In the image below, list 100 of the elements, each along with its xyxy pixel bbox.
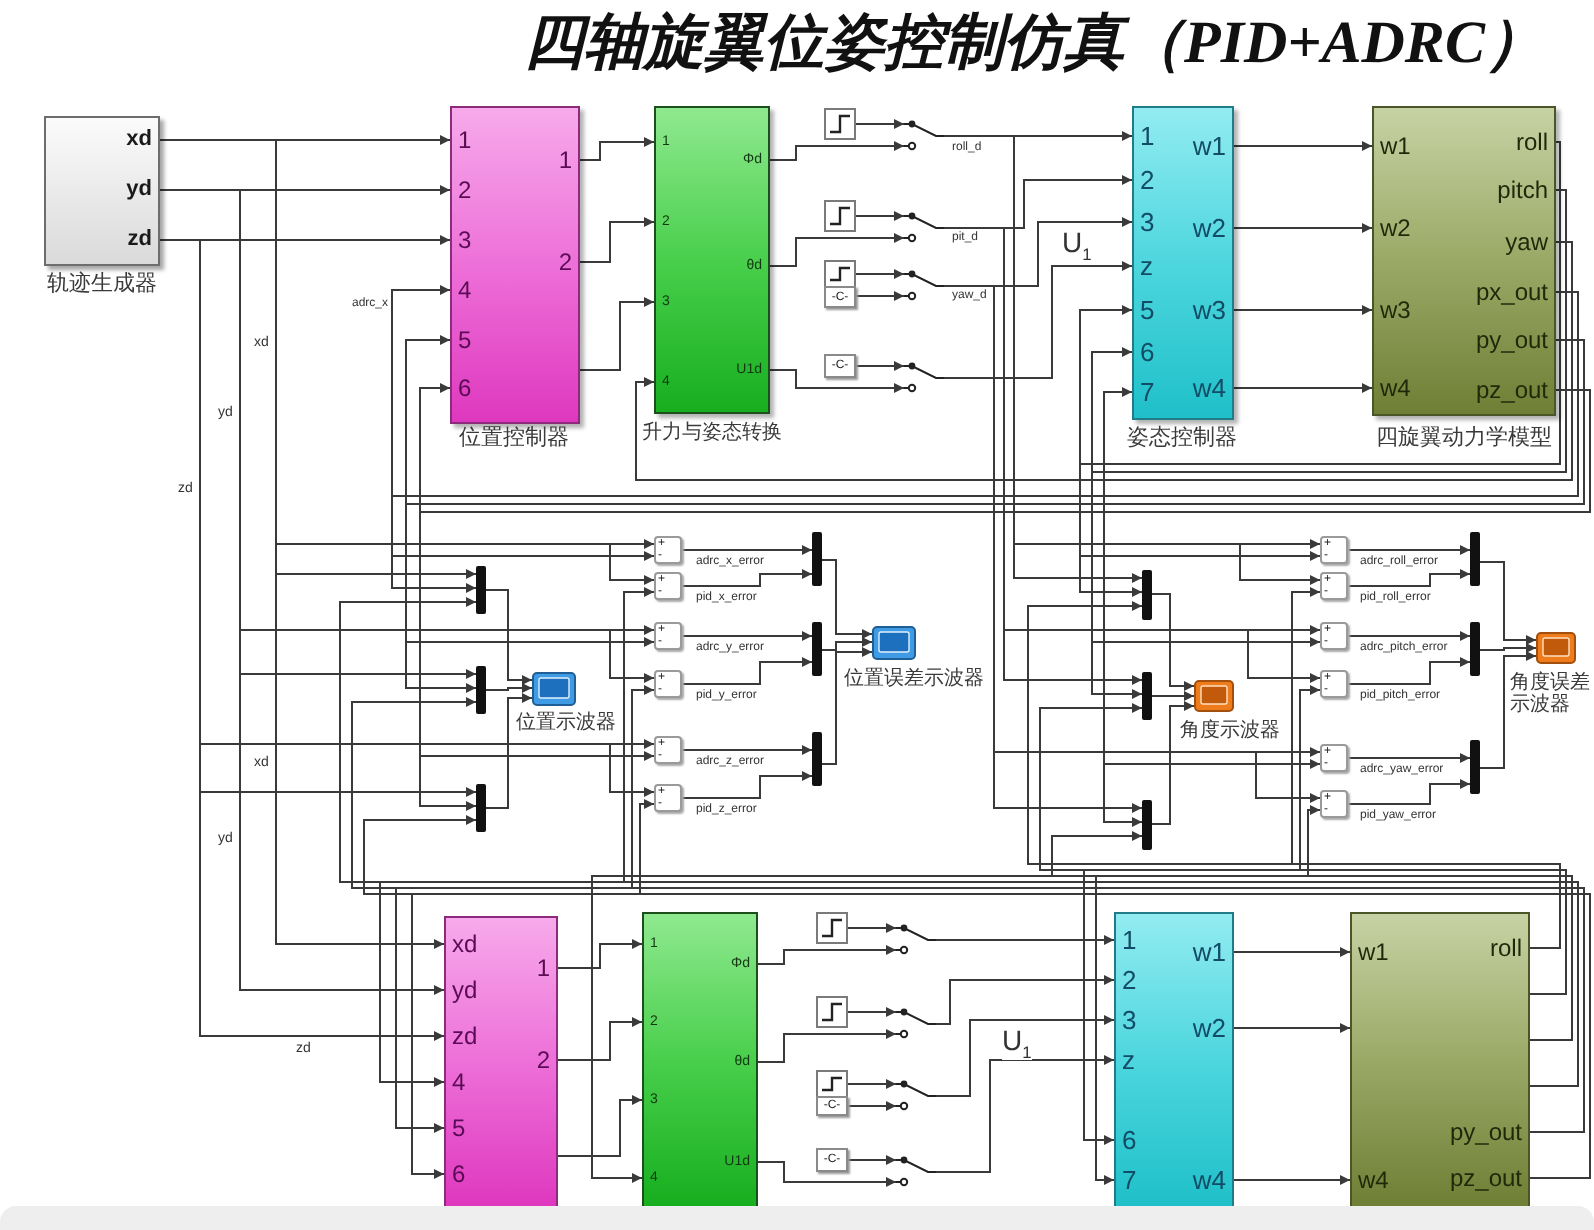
sum-block [1320,670,1348,698]
port-label: 1 [458,128,472,152]
signal-line [935,1055,1115,1173]
signal-line [609,543,655,585]
signal-line [1479,561,1537,645]
signal-line [609,739,655,749]
signal-line [275,543,277,575]
port-label: 2 [536,1048,550,1072]
signal-line [579,217,655,263]
signal-line [943,135,1015,137]
signal-line [1307,875,1573,1041]
signal-line [419,755,477,811]
signal-line [1151,691,1195,701]
signal-line [159,189,241,191]
signal-line [557,939,643,969]
signal-line [1291,587,1321,865]
signal-line [405,503,407,643]
signal-line [855,211,905,221]
signal-line [1027,601,1293,865]
sum-block [654,736,682,764]
signal-line [1247,629,1321,683]
port-label: w2 [1380,216,1411,240]
signal-line [935,935,1115,945]
block-caption: 角度误差示波器 [1510,672,1592,716]
port-label: 1 [1122,927,1137,953]
signal-line [681,631,813,641]
port-label: 3 [458,228,472,252]
subsystem-block [1132,106,1234,420]
port-label: z [1122,1047,1135,1073]
signal-line [821,647,873,765]
port-label: 2 [558,250,572,274]
signal-line [639,893,1591,1179]
mux-bar [1142,800,1152,850]
signal-line [591,875,1053,1183]
constant-block [824,354,856,378]
signal-line [935,975,1115,1025]
signal-line [1239,539,1321,549]
signal-line [1079,463,1081,557]
signal-line [199,791,445,1041]
signal-line [1091,641,1143,699]
signal-line [239,669,477,679]
port-label: px_out [1475,280,1548,304]
port-label: w3 [1192,297,1226,323]
mux-bar [476,566,486,614]
mux-bar [1470,532,1480,586]
signal-line [821,637,873,651]
signal-line [1233,305,1373,315]
signal-line [391,551,655,561]
block-caption: 姿态控制器 [1127,426,1237,451]
constant-block [816,1148,848,1172]
port-label: z [1140,253,1153,279]
signal-line [1347,631,1471,641]
port-label: w4 [1192,375,1226,401]
signal-line [419,511,421,757]
mux-bar [1470,740,1480,794]
port-label: 6 [452,1162,466,1186]
signal-line [993,217,1133,287]
signal-line [339,597,477,883]
signal-line [681,569,813,587]
step-block [816,996,848,1028]
mux-bar [476,784,486,832]
signal-line [275,573,445,949]
signal-line [1051,831,1143,877]
signal-line [159,239,201,241]
signal-line [1151,593,1195,691]
port-label: roll [1489,936,1522,960]
signal-line [639,799,655,895]
port-label: w4 [1358,1168,1389,1192]
signal-line [275,135,451,145]
block-caption: 位置示波器 [516,712,616,734]
signal-line [1103,759,1321,769]
mux-bar [812,732,822,786]
signal-line [1347,569,1471,587]
signal-line [1233,223,1373,233]
signal-line [757,1029,897,1063]
signal-line [239,189,241,631]
signal-line [993,751,1257,753]
signal-line [395,887,633,889]
port-label: 5 [452,1116,466,1140]
port-label: xd [452,932,478,956]
signal-line [239,629,611,631]
signal-line [681,745,813,755]
signal-line [993,751,1143,813]
block-caption: 升力与姿态转换 [642,422,782,444]
signal-line [1291,863,1561,949]
scope-block [1194,680,1234,712]
signal-line [1103,763,1143,827]
signal-line [1233,383,1373,393]
block-caption: 位置误差示波器 [844,668,984,690]
signal-line [485,683,533,693]
block-caption: 轨迹生成器 [47,272,157,297]
port-label: roll [1515,130,1548,154]
signal-line [1013,543,1143,583]
port-label: pz_out [1449,1166,1522,1190]
scope-block [872,626,916,660]
signal-line [351,697,477,889]
signal-line [1091,471,1093,643]
signal-line [239,185,451,195]
signal-line [1095,875,1115,1185]
signal-line [1233,141,1373,151]
